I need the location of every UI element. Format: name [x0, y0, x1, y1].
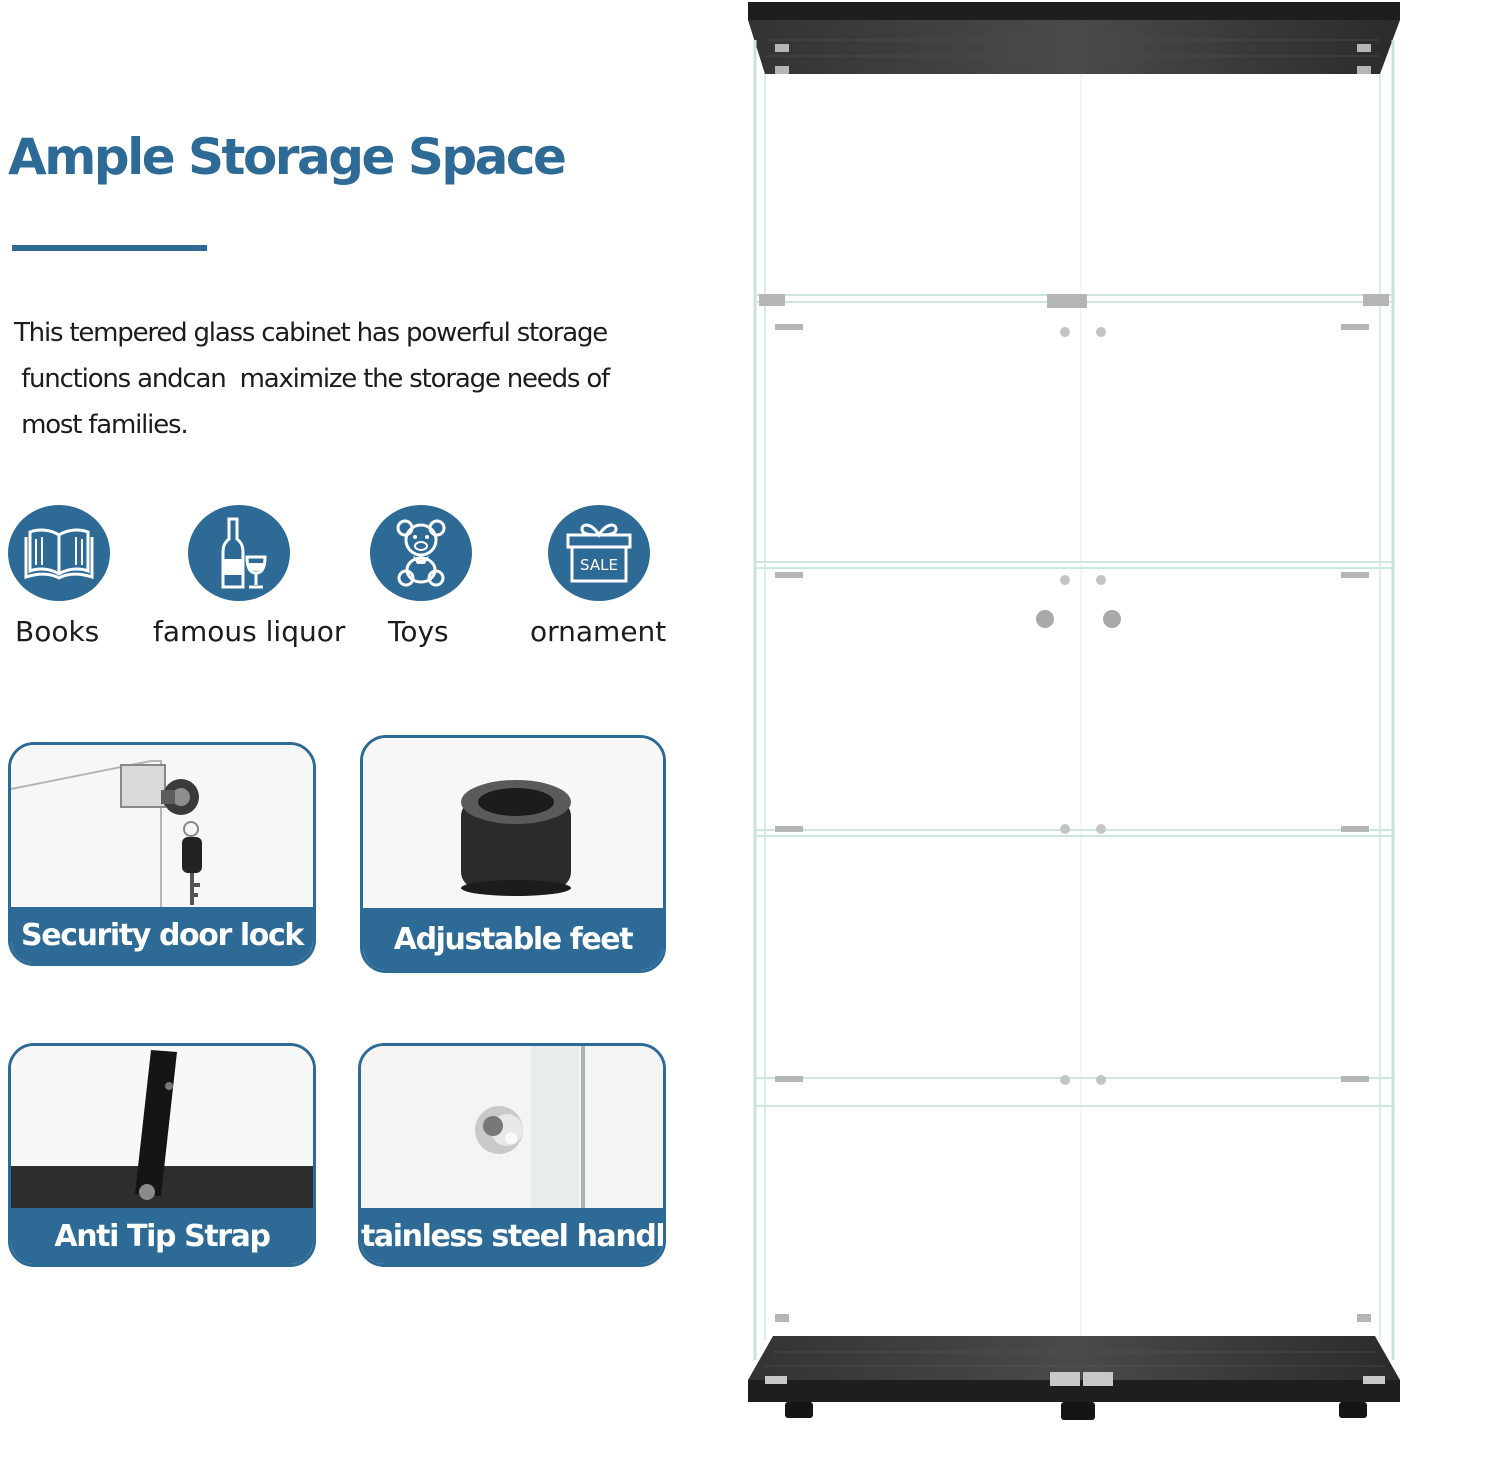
- page-title: Ample Storage Space: [8, 128, 567, 186]
- description-line: This tempered glass cabinet has powerful…: [14, 318, 608, 348]
- title-underline: [12, 245, 207, 251]
- category-label: ornament: [530, 615, 667, 648]
- teddy-bear-icon: [370, 505, 472, 601]
- category-books: Books: [8, 505, 208, 648]
- category-label: Books: [15, 615, 100, 648]
- feature-card-adjustable-feet: Adjustable feet: [360, 735, 666, 973]
- feature-label: Stainless steel handle: [361, 1208, 663, 1264]
- description-line: most families.: [14, 410, 189, 440]
- door-lock-photo: [11, 745, 313, 915]
- sale-text: SALE: [580, 556, 618, 574]
- category-liquor: famous liquor: [153, 505, 388, 648]
- feature-label: Security door lock: [11, 907, 313, 963]
- category-toys: Toys: [370, 505, 570, 648]
- sale-gift-box-icon: SALE: [548, 505, 650, 601]
- feature-card-steel-handle: Stainless steel handle: [358, 1043, 666, 1267]
- steel-handle-photo: [361, 1046, 663, 1216]
- feature-card-door-lock: Security door lock: [8, 742, 316, 966]
- open-book-icon: [8, 505, 110, 601]
- glass-cabinet-illustration: [745, 0, 1405, 1435]
- anti-tip-strap-photo: [11, 1046, 313, 1216]
- category-label: famous liquor: [153, 615, 346, 648]
- category-label: Toys: [388, 615, 449, 648]
- description: This tempered glass cabinet has powerful…: [14, 310, 654, 448]
- wine-bottle-glass-icon: [188, 505, 290, 601]
- feature-label: Anti Tip Strap: [11, 1208, 313, 1264]
- description-line: functions andcan maximize the storage ne…: [14, 364, 610, 394]
- feature-label: Adjustable feet: [363, 908, 663, 970]
- category-ornament: SALE ornament: [530, 505, 748, 648]
- adjustable-feet-photo: [363, 738, 663, 922]
- feature-card-anti-tip-strap: Anti Tip Strap: [8, 1043, 316, 1267]
